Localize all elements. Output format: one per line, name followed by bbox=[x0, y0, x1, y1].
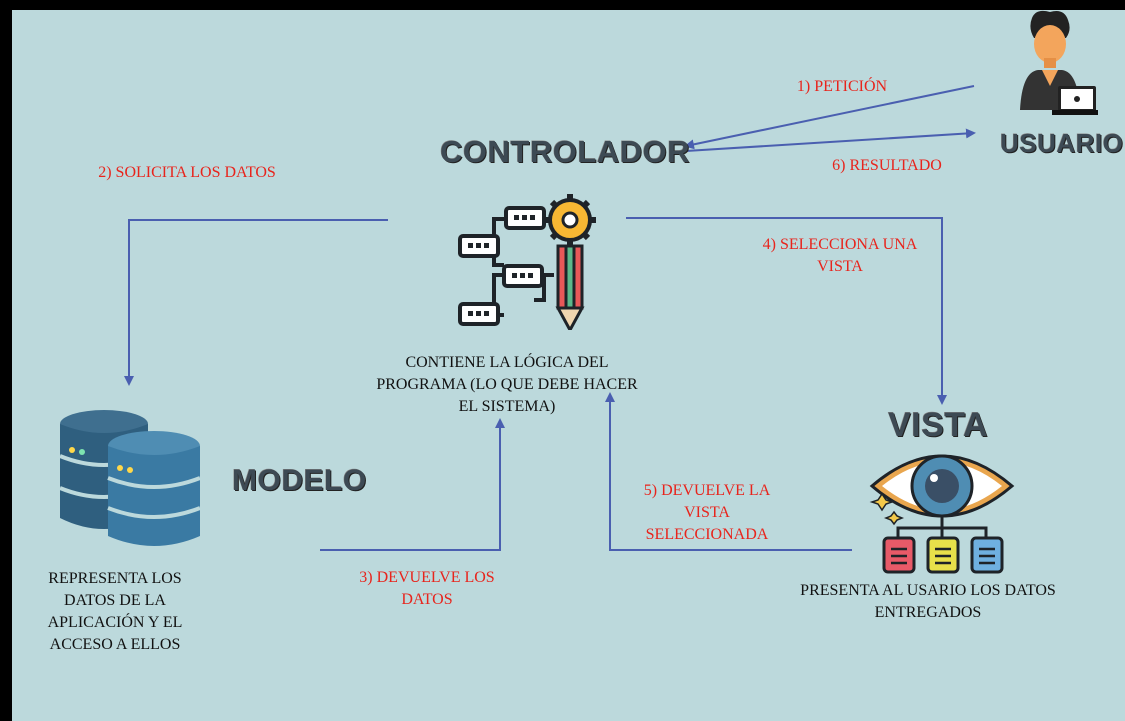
label-selecciona: 4) SELECCIONA UNA VISTA bbox=[762, 236, 918, 275]
connector-layer bbox=[124, 85, 976, 551]
arrow-devuelve-vista bbox=[605, 392, 852, 551]
logic-gear-pencil-icon bbox=[458, 194, 596, 330]
arrow-peticion bbox=[684, 85, 975, 150]
modelo-description: REPRESENTA LOS DATOS DE LA APLICACIÓN Y … bbox=[47, 570, 183, 653]
diagram-canvas: USUARIO 1) PETICIÓN 6) RESULTADO 2) SOLI… bbox=[12, 10, 1125, 721]
label-resultado: 6) RESULTADO bbox=[832, 157, 942, 174]
vista-title: VISTA bbox=[888, 406, 989, 444]
arrow-devuelve-datos bbox=[320, 418, 505, 551]
controlador-description: CONTIENE LA LÓGICA DEL PROGRAMA (LO QUE … bbox=[376, 354, 638, 415]
label-devuelve-datos: 3) DEVUELVE LOS DATOS bbox=[359, 569, 495, 608]
label-devuelve-vista: 5) DEVUELVE LA VISTA SELECCIONADA bbox=[643, 482, 771, 543]
vista-description: PRESENTA AL USARIO LOS DATOS ENTREGADOS bbox=[800, 582, 1056, 621]
usuario-title: USUARIO bbox=[1000, 128, 1124, 158]
arrow-resultado bbox=[685, 128, 976, 152]
eye-icon bbox=[869, 454, 1015, 574]
database-icon bbox=[59, 410, 201, 546]
modelo-title: MODELO bbox=[232, 464, 367, 497]
user-laptop-icon bbox=[1020, 10, 1098, 115]
label-peticion: 1) PETICIÓN bbox=[796, 78, 888, 95]
controlador-title: CONTROLADOR bbox=[440, 134, 691, 169]
arrow-selecciona bbox=[626, 217, 947, 405]
arrow-solicita bbox=[124, 219, 388, 386]
label-solicita: 2) SOLICITA LOS DATOS bbox=[98, 164, 276, 181]
